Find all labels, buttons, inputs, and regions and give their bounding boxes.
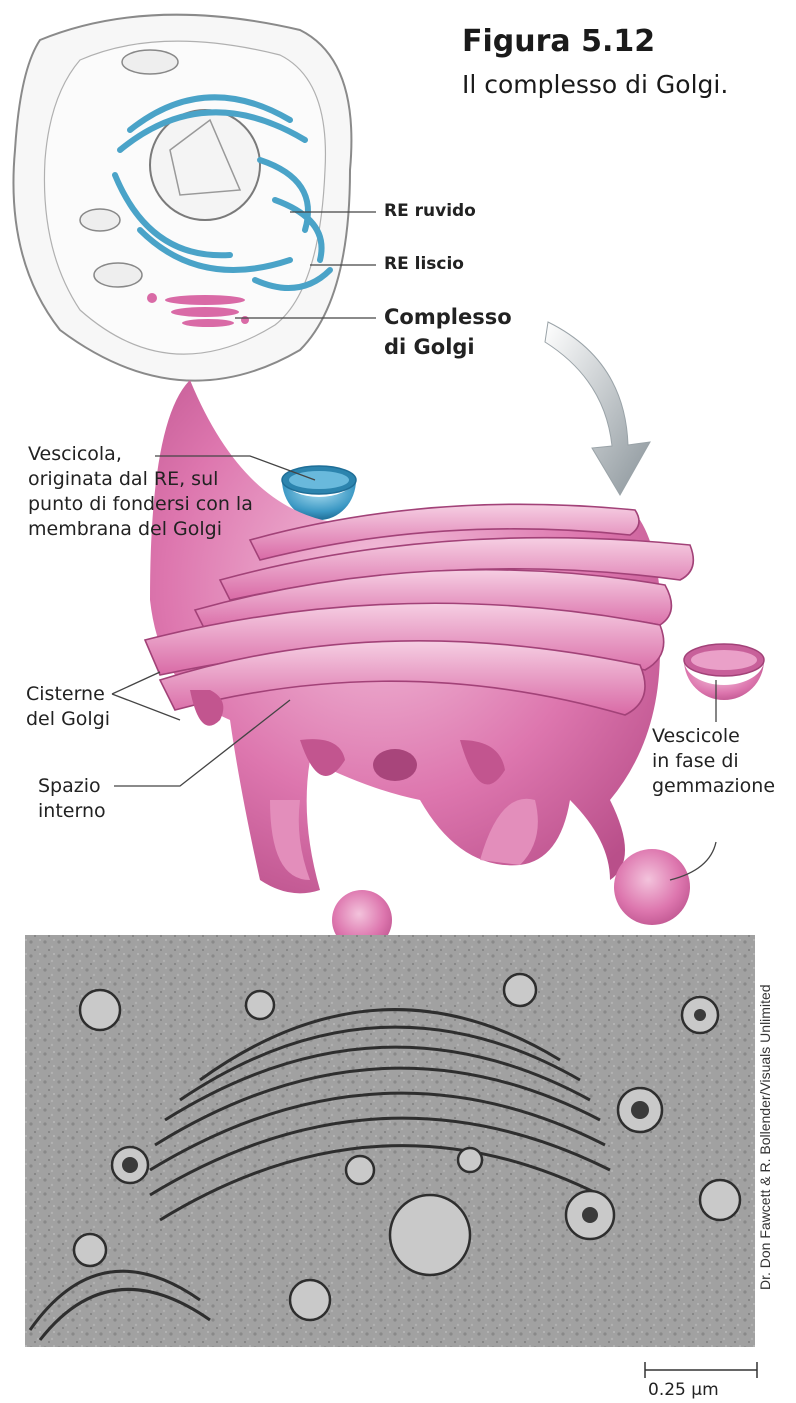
mitochondrion-icon [94,263,142,287]
mitochondrion-icon [80,209,120,231]
photo-credit: Dr. Don Fawcett & R. Bollender/Visuals U… [757,984,773,1290]
nucleus-icon [150,110,260,220]
label-golgi-complex: Complesso di Golgi [384,302,512,362]
label-golgi-line2: di Golgi [384,332,512,362]
label-golgi-cisterns: Cisterne del Golgi [26,682,110,732]
label-internal-space: Spazio interno [38,774,106,824]
curved-arrow-icon [545,322,650,495]
label-vesicle-line3: punto di fondersi con la [28,492,253,517]
cell-diagram [13,15,376,381]
label-budding-vesicles: Vescicole in fase di gemmazione [652,724,775,799]
label-budding-line1: Vescicole [652,724,775,749]
label-cisterns-line2: del Golgi [26,707,110,732]
label-space-line1: Spazio [38,774,106,799]
label-vesicle-line2: originata dal RE, sul [28,467,253,492]
label-space-line2: interno [38,799,106,824]
scale-bar [645,1362,757,1378]
label-vesicle-line4: membrana del Golgi [28,517,253,542]
figure-caption: Il complesso di Golgi. [462,70,728,99]
label-rough-er: RE ruvido [384,201,476,221]
mitochondrion-icon [122,50,178,74]
label-er-vesicle: Vescicola, originata dal RE, sul punto d… [28,442,253,542]
label-vesicle-line1: Vescicola, [28,442,253,467]
figure-number: Figura 5.12 [462,24,655,59]
budding-vesicle-icon [614,849,690,925]
scale-bar-label: 0.25 µm [648,1380,719,1400]
label-budding-line2: in fase di [652,749,775,774]
label-cisterns-line1: Cisterne [26,682,110,707]
label-smooth-er: RE liscio [384,254,464,274]
label-budding-line3: gemmazione [652,774,775,799]
label-golgi-line1: Complesso [384,302,512,332]
electron-micrograph [25,935,755,1347]
budding-vesicle-icon [684,644,764,700]
